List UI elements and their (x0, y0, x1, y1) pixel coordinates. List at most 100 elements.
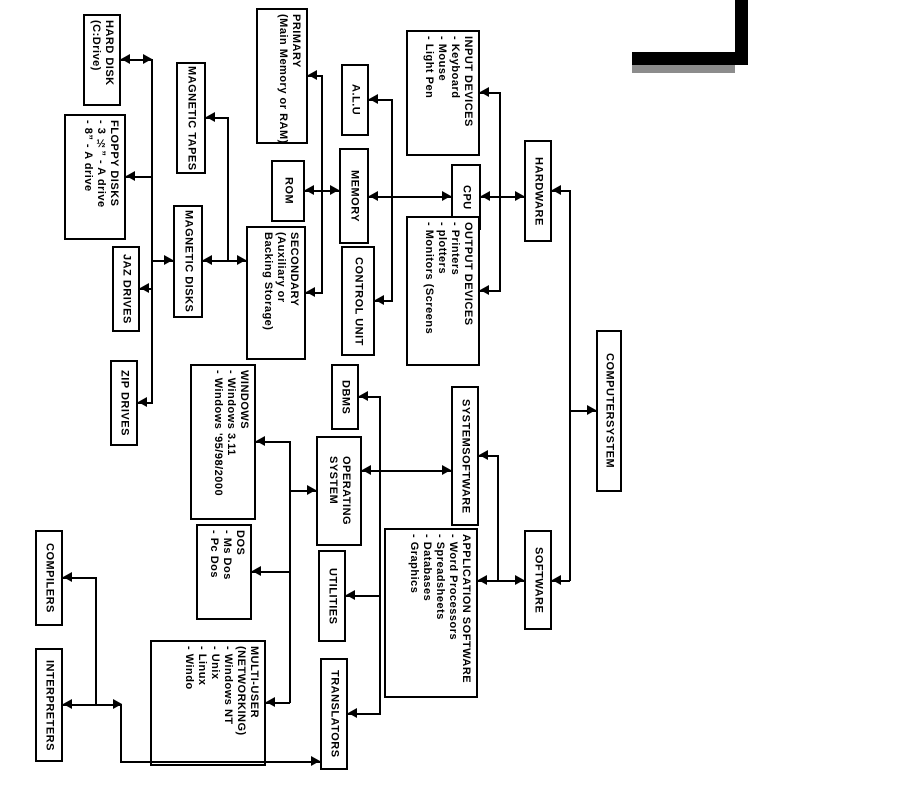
connector-line (305, 190, 339, 192)
page-corner-black-bar (735, 0, 748, 65)
box-label-line: - 8” - A drive (82, 120, 94, 192)
box-label-line: COMPUTERSYSTEM (603, 353, 616, 469)
box-text: WINDOWS- Windows 3.11- Windows '95/98/20… (211, 370, 250, 496)
arrowhead-right-icon (442, 465, 451, 475)
box-label-line: - Pc Dos (208, 530, 220, 579)
arrowhead-left-icon (121, 54, 130, 64)
connector-line (362, 470, 451, 472)
box-label-line: SYSTEM (327, 456, 339, 505)
connector-line (480, 290, 500, 292)
box-application-software: APPLICATION SOFTWARE- Word Processors- S… (384, 528, 478, 698)
box-label-line: (C:Drive) (90, 20, 102, 71)
box-system-software: SYSTEMSOFTWARE (451, 386, 479, 526)
connector-line (369, 99, 392, 101)
connector-line (480, 92, 500, 94)
box-dos: DOS- Ms Dos- Pc Dos (196, 524, 252, 620)
box-label-line: OUTPUT DEVICES (462, 222, 474, 326)
arrowhead-left-icon (362, 465, 371, 475)
arrowhead-left-icon (369, 191, 378, 201)
box-label-line: HARD DISK (103, 20, 115, 86)
box-memory: MEMORY (339, 148, 369, 244)
connector-line (266, 702, 290, 704)
arrowhead-left-icon (206, 112, 215, 122)
box-text: HARDWARE (532, 157, 545, 226)
box-label-line: - Linux (196, 646, 208, 686)
connector-line (478, 580, 524, 582)
box-label-line: - Databases (421, 534, 433, 602)
box-label-line: Backing Storage) (262, 232, 274, 331)
arrowhead-left-icon (140, 283, 149, 293)
arrowhead-left-icon (478, 575, 487, 585)
box-text: PRIMARY(Main Memory or RAM) (276, 14, 302, 144)
box-rom: ROM (271, 160, 305, 222)
box-hard-disk: HARD DISK(C:Drive) (83, 14, 121, 106)
box-label-line: MEMORY (348, 169, 361, 223)
box-text: APPLICATION SOFTWARE- Word Processors- S… (407, 534, 472, 683)
box-text: TRANSLATORS (328, 670, 341, 758)
arrowhead-right-icon (311, 756, 320, 766)
connector-line (499, 92, 501, 292)
box-label-line: SECONDARY (288, 232, 300, 307)
arrowhead-right-icon (515, 575, 524, 585)
box-text: HARD DISK(C:Drive) (89, 20, 115, 86)
box-software: SOFTWARE (524, 530, 552, 630)
box-text: A.L.U (349, 84, 362, 115)
box-label-line: - Windows 3.11 (225, 370, 237, 456)
box-interpreters: INTERPRETERS (35, 648, 63, 762)
page-corner-shadow-bar (632, 65, 735, 73)
arrowhead-right-icon (587, 405, 596, 415)
box-hardware: HARDWARE (524, 140, 552, 242)
box-label-line: CPU (460, 184, 473, 210)
box-text: MAGNETIC TAPES (185, 66, 198, 171)
box-label-line: (Main Memory or RAM) (277, 14, 289, 144)
box-label-line: CONTROL UNIT (352, 256, 365, 346)
connector-line (552, 580, 570, 582)
arrowhead-left-icon (266, 697, 275, 707)
box-output-devices: OUTPUT DEVICES- Printers- plotters- Moni… (406, 216, 480, 366)
box-label-line: - Graphics (408, 534, 420, 594)
arrowhead-left-icon (308, 70, 317, 80)
box-label-line: - Monitors (Screens (423, 222, 435, 335)
box-text: MULTI-USER(NETWORKING)- Windows NT- Unix… (182, 646, 260, 736)
arrowhead-right-icon (164, 255, 173, 265)
box-primary-memory: PRIMARY(Main Memory or RAM) (256, 8, 308, 144)
connector-line (348, 713, 380, 715)
box-compilers: COMPILERS (35, 530, 63, 626)
box-text: INPUT DEVICES- Keyboard- Mouse- Light Pe… (422, 36, 474, 127)
arrowhead-left-icon (348, 708, 357, 718)
box-label-line: DOS (234, 530, 246, 556)
box-label-line: - Windows '95/98/2000 (212, 370, 224, 497)
arrowhead-left-icon (552, 185, 561, 195)
box-text: FLOPPY DISKS- 3 ½” - A drive- 8” - A dri… (81, 120, 120, 208)
box-label-line: - Ms Dos (221, 530, 233, 580)
connector-line (481, 196, 524, 198)
arrowhead-left-icon (346, 590, 355, 600)
connector-line (479, 455, 498, 457)
connector-line (63, 577, 97, 579)
arrowhead-left-icon (126, 171, 135, 181)
arrowhead-right-icon (515, 191, 524, 201)
box-text: DOS- Ms Dos- Pc Dos (207, 530, 246, 580)
box-label-line: TRANSLATORS (328, 670, 341, 758)
arrowhead-left-icon (552, 575, 561, 585)
box-label-line: INPUT DEVICES (462, 36, 474, 127)
arrowhead-left-icon (479, 450, 488, 460)
box-text: CPU (460, 185, 473, 210)
box-label-line: COMPILERS (43, 543, 56, 613)
arrowhead-right-icon (143, 54, 152, 64)
box-translators: TRANSLATORS (320, 658, 348, 770)
connector-line (252, 571, 290, 573)
arrowhead-left-icon (252, 566, 261, 576)
box-label-line: MULTI-USER (248, 646, 260, 719)
connector-line (120, 761, 320, 763)
box-label-line: HARDWARE (532, 156, 545, 226)
box-text: INTERPRETERS (43, 660, 56, 751)
box-label-line: PRIMARY (290, 14, 302, 68)
box-label-line: - Keyboard (449, 36, 461, 99)
arrowhead-left-icon (256, 436, 265, 446)
arrowhead-right-icon (113, 699, 122, 709)
